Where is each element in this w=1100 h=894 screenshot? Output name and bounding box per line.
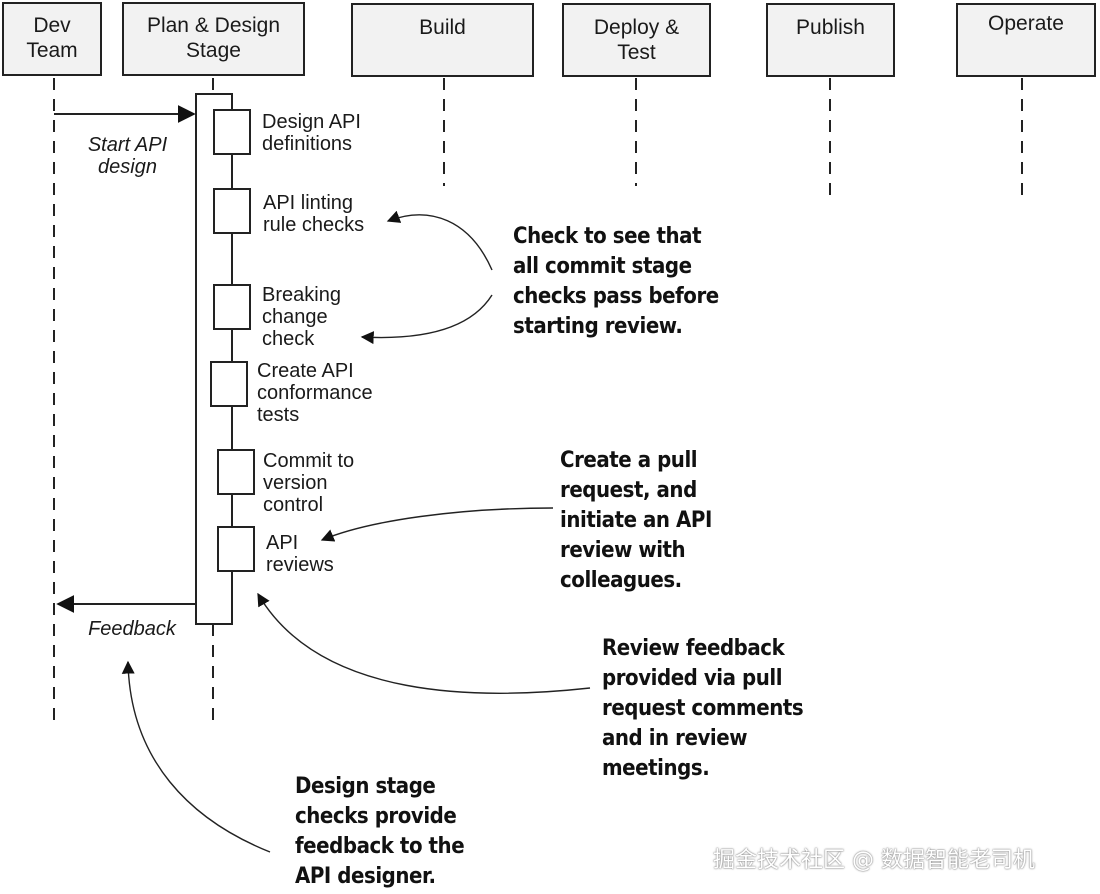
step-box-conformance bbox=[210, 361, 248, 407]
step-box-linting bbox=[213, 188, 251, 234]
lane-title-plan-design: Plan & Design Stage bbox=[146, 14, 281, 62]
callout-to-linting bbox=[386, 210, 493, 271]
lane-box-deploy-test bbox=[562, 3, 711, 77]
step-box-api-reviews bbox=[217, 526, 255, 572]
start-design-label: Start API design bbox=[87, 134, 168, 178]
step-box-breaking-change bbox=[213, 284, 251, 330]
lane-box-plan-design bbox=[122, 2, 305, 76]
note-review-feedback: Review feedback provided via pull reques… bbox=[602, 636, 804, 781]
step-label-linting: API linting rule checks bbox=[263, 192, 365, 236]
lane-box-build bbox=[351, 3, 534, 77]
note-design-feedback: Design stage checks provide feedback to … bbox=[295, 774, 465, 889]
callout-review-feedback bbox=[257, 592, 591, 694]
lane-title-build: Build bbox=[419, 16, 466, 39]
feedback-label: Feedback bbox=[88, 618, 176, 640]
callout-design-feedback bbox=[121, 660, 271, 853]
lane-box-dev-team bbox=[2, 2, 102, 76]
step-label-commit: Commit to version control bbox=[263, 450, 355, 516]
lane-title-deploy-test: Deploy & Test bbox=[593, 16, 680, 64]
note-commit-checks: Check to see that all commit stage check… bbox=[513, 224, 719, 339]
step-box-commit bbox=[217, 449, 255, 495]
step-box-design-api bbox=[213, 109, 251, 155]
callout-to-reviews bbox=[320, 507, 554, 542]
note-pull-request: Create a pull request, and initiate an A… bbox=[560, 448, 712, 593]
callout-to-breaking bbox=[360, 294, 493, 345]
step-label-api-reviews: API reviews bbox=[266, 532, 334, 576]
step-label-conformance: Create API conformance tests bbox=[257, 360, 373, 426]
watermark: 掘金技术社区 @ 数据智能老司机 bbox=[713, 848, 1035, 873]
step-label-design-api: Design API definitions bbox=[262, 111, 361, 155]
lane-box-operate bbox=[956, 3, 1096, 77]
lane-title-publish: Publish bbox=[796, 16, 865, 39]
lane-title-operate: Operate bbox=[988, 12, 1064, 35]
lane-box-publish bbox=[766, 3, 895, 77]
step-label-breaking-change: Breaking change check bbox=[262, 284, 341, 350]
lane-title-dev-team: Dev Team bbox=[26, 14, 78, 62]
